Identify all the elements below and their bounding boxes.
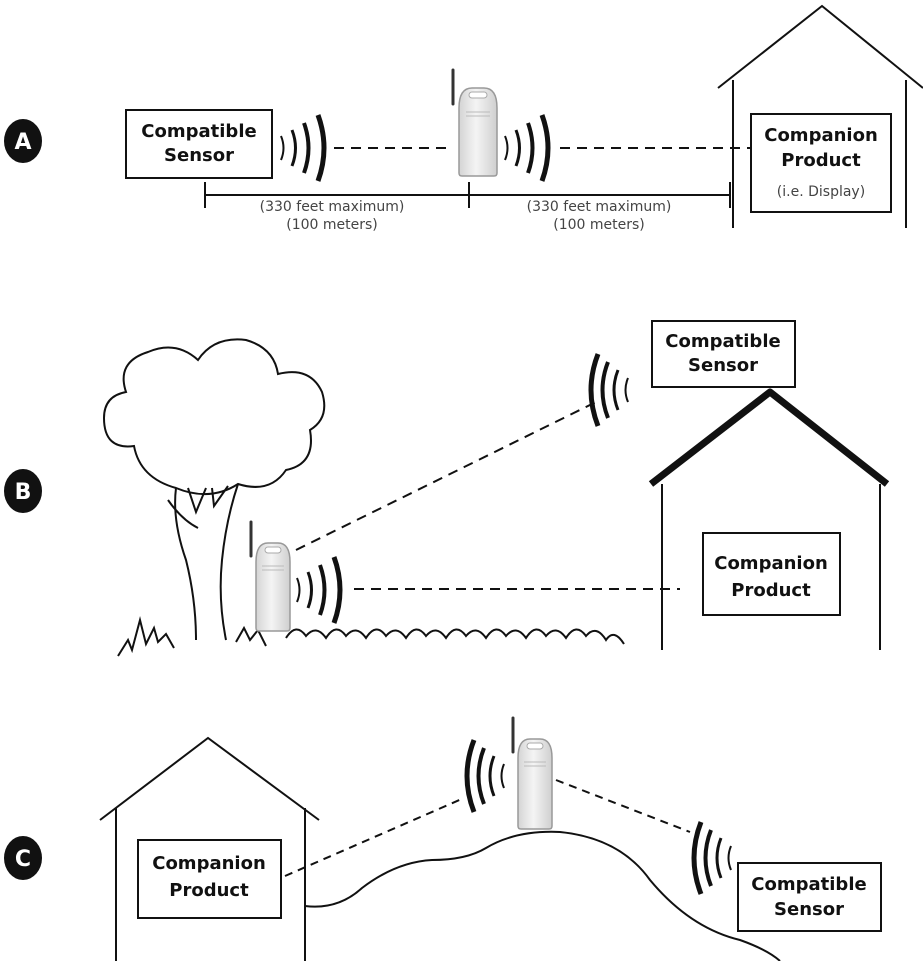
- tree-icon: [102, 338, 326, 641]
- sensor-c-line2: Sensor: [774, 899, 844, 920]
- badge-c-label: C: [15, 847, 31, 872]
- badge-b-label: B: [15, 480, 32, 505]
- signal-waves-icon: [280, 114, 327, 182]
- badge-a: A: [4, 119, 42, 163]
- grass-icon: [117, 616, 625, 657]
- sensor-b-line1: Compatible: [665, 331, 780, 352]
- link-line-c-right: [555, 779, 691, 833]
- range-right-feet: (330 feet maximum): [527, 199, 672, 215]
- link-line-b-upper: [295, 401, 597, 551]
- house-icon: [717, 4, 923, 228]
- badge-c: C: [4, 836, 42, 880]
- badge-b: B: [4, 469, 42, 513]
- house-icon: [648, 388, 890, 650]
- companion-a-line2: Product: [781, 150, 861, 171]
- sensor-b-line2: Sensor: [688, 355, 758, 376]
- companion-b-line1: Companion: [714, 553, 828, 574]
- scenario-c: C Companion Product: [4, 716, 882, 962]
- scenario-a: A Compatible Sensor: [4, 4, 923, 233]
- sensor-box-b: Compatible Sensor: [651, 320, 796, 388]
- signal-waves-icon: [588, 353, 629, 427]
- signal-waves-icon: [464, 739, 505, 813]
- companion-c-line2: Product: [169, 880, 249, 901]
- sensor-a-line1: Compatible: [141, 121, 256, 142]
- companion-box-b: Companion Product: [702, 532, 841, 616]
- scenario-b: B: [4, 320, 890, 657]
- link-line-c-left: [284, 797, 465, 877]
- sensor-a-line2: Sensor: [164, 145, 234, 166]
- signal-waves-icon: [691, 821, 732, 895]
- signal-waves-icon: [504, 114, 551, 182]
- signal-waves-icon: [296, 556, 343, 624]
- repeater-device-icon: [511, 716, 553, 830]
- companion-c-line1: Companion: [152, 853, 266, 874]
- repeater-device-icon: [249, 520, 291, 632]
- badge-a-label: A: [14, 130, 31, 155]
- house-icon: [99, 736, 320, 961]
- range-bar-a: [204, 182, 731, 208]
- repeater-device-icon: [451, 68, 498, 177]
- range-left-meters: (100 meters): [286, 217, 378, 233]
- sensor-box-c: Compatible Sensor: [737, 862, 882, 932]
- companion-box-a: Companion Product (i.e. Display): [750, 113, 892, 213]
- sensor-box-a: Compatible Sensor: [125, 109, 273, 179]
- companion-a-line1: Companion: [764, 125, 878, 146]
- sensor-c-line1: Compatible: [751, 874, 866, 895]
- companion-a-note: (i.e. Display): [777, 184, 865, 200]
- range-right-meters: (100 meters): [553, 217, 645, 233]
- hill-icon: [304, 830, 781, 962]
- range-left-feet: (330 feet maximum): [260, 199, 405, 215]
- companion-b-line2: Product: [731, 580, 811, 601]
- companion-box-c: Companion Product: [137, 839, 282, 919]
